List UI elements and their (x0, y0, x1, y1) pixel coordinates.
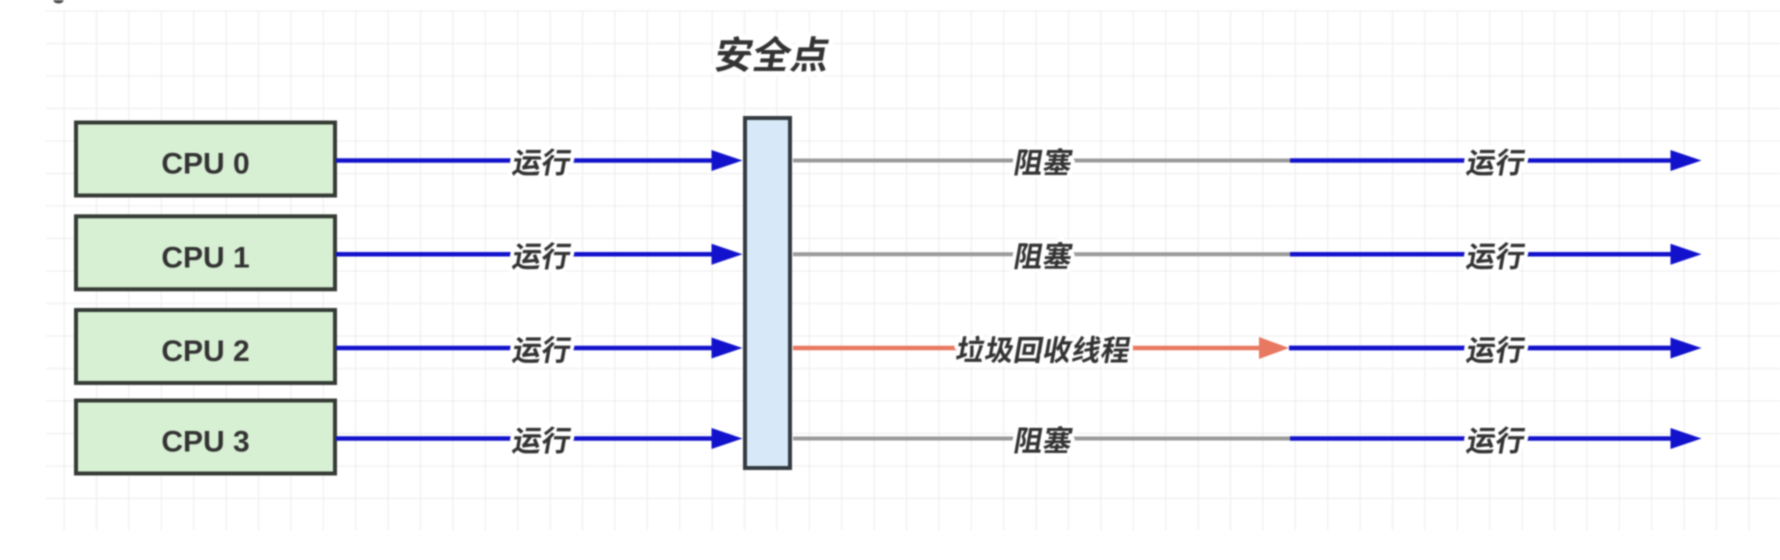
svg-text:CPU 0: CPU 0 (161, 148, 249, 181)
svg-text:CPU 2: CPU 2 (161, 335, 249, 368)
svg-text:CPU 1: CPU 1 (161, 241, 249, 274)
svg-text:CPU 3: CPU 3 (161, 426, 249, 459)
